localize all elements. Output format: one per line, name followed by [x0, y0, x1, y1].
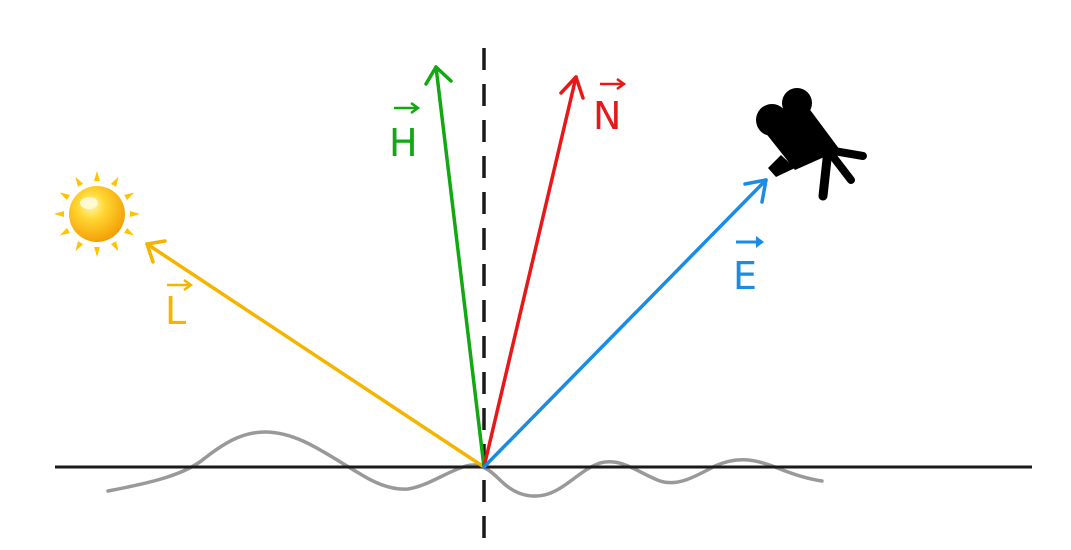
light-label-text: L [165, 289, 186, 333]
halfway-label-text: H [389, 121, 418, 165]
normal-arrowhead [559, 75, 585, 100]
camera-icon [756, 88, 867, 201]
eye-label-text: E [733, 254, 757, 298]
label-light: L [165, 278, 194, 333]
light-vector [145, 239, 486, 469]
halfway-vector [424, 65, 486, 469]
label-normal: N [593, 77, 627, 138]
halfway-arrowhead [424, 65, 453, 86]
label-halfway: H [389, 101, 421, 165]
light-arrowhead [145, 239, 167, 264]
label-eye: E [733, 236, 764, 298]
normal-label-text: N [593, 94, 621, 138]
normal-vector [482, 75, 585, 469]
eye-arrowhead [743, 178, 768, 204]
sun-icon [54, 171, 140, 257]
eye-vector [482, 178, 768, 469]
microsurface-curve [106, 430, 824, 498]
